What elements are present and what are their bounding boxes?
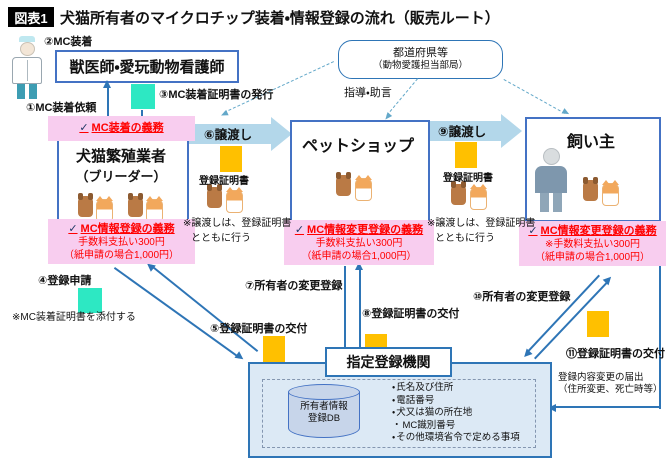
registry-detail-frame xyxy=(262,379,536,448)
cat-icon xyxy=(355,175,372,201)
arrow-owner-change-7 xyxy=(344,266,346,354)
veterinarian-box: 獣医師・愛玩動物看護師 xyxy=(55,50,239,83)
change-notification-note: 登録内容変更の届出 （住所変更、死亡時等） xyxy=(558,372,663,396)
list-item: MC識別番号 xyxy=(392,420,520,433)
checkmark-icon: ✓ xyxy=(68,223,78,235)
petshop-name: ペットショップ xyxy=(301,138,414,155)
cat-icon xyxy=(226,187,243,213)
step7-label: ⑦所有者の変更登録 xyxy=(245,280,343,292)
step4-label: ④登録申請 xyxy=(38,275,92,287)
cat-icon xyxy=(470,184,487,210)
vet-cap xyxy=(19,36,35,42)
prefecture-name: 都道府県等 xyxy=(393,46,448,59)
registry-title: 指定登録機関 xyxy=(325,347,452,377)
registration-certificate-square xyxy=(263,336,285,362)
transfer-6-note: ※譲渡しは、登録証明書 とともに行う xyxy=(183,218,292,244)
label-guidance: 指導・助言 xyxy=(344,87,392,99)
cat-icon xyxy=(96,196,113,222)
page-title: 犬猫所有者のマイクロチップ装着・情報登録の流れ（販売ルート） xyxy=(60,10,500,27)
registry-item-list: 氏名及び住所 電話番号 犬又は猫の所在地 MC識別番号 その他環境省令で定める事… xyxy=(392,382,520,445)
database-icon: 所有者情報 登録DB xyxy=(288,384,360,438)
arrow-certificate-delivery-5 xyxy=(150,264,259,352)
veterinarian-icon xyxy=(8,36,46,99)
label-mc-attach: ②MC装着 xyxy=(44,36,93,48)
cat-icon xyxy=(602,180,619,206)
step10-label: ⑩所有者の変更登録 xyxy=(473,291,571,303)
list-item: 犬又は猫の所在地 xyxy=(392,407,520,420)
owner-duty-banner: ✓MC情報変更登録の義務 ※手数料支払い300円 （紙申請の場合1,000円） xyxy=(519,221,666,266)
cat-icon xyxy=(146,196,163,222)
breeder-duty-top-banner: ✓MC装着の義務 xyxy=(48,116,195,141)
list-item: 電話番号 xyxy=(392,395,520,408)
transfer-6-label: ⑥譲渡し xyxy=(204,128,253,142)
dog-icon xyxy=(336,172,351,196)
list-item: 氏名及び住所 xyxy=(392,382,520,395)
step11-label: ⑪登録証明書の交付 xyxy=(566,348,665,360)
checkmark-icon: ✓ xyxy=(294,224,305,236)
petshop-duty-banner: ✓MC情報変更登録の義務 手数料支払い300円 （紙申請の場合1,000円） xyxy=(284,220,434,265)
mc-certificate-square-teal xyxy=(78,288,102,313)
dog-icon xyxy=(78,193,93,217)
vet-coat xyxy=(12,57,42,84)
vet-head xyxy=(19,42,35,56)
transfer-9-label: ⑨譲渡し xyxy=(438,125,487,139)
owner-name: 飼い主 xyxy=(566,134,615,151)
breeder-name: 犬猫繁殖業者 （ブリーダー） xyxy=(75,148,167,184)
connector-line-right xyxy=(659,172,661,409)
dashed-arrow-to-owner xyxy=(503,79,566,114)
label-mc-request: ①MC装着依頼 xyxy=(26,102,97,114)
label-mc-certificate-issue: ③MC装着証明書の発行 xyxy=(159,89,274,101)
vet-legs xyxy=(17,84,37,99)
registration-certificate-square xyxy=(587,311,609,337)
prefecture-dept: （動物愛護担当部局） xyxy=(372,60,468,72)
checkmark-icon: ✓ xyxy=(528,225,538,237)
mc-certificate-square-teal xyxy=(131,84,155,109)
step4-note: ※MC装着証明書を添付する xyxy=(12,312,136,323)
step8-label: ⑧登録証明書の交付 xyxy=(362,308,460,320)
dog-icon xyxy=(207,184,222,208)
arrow-change-notification xyxy=(552,406,660,408)
dog-icon xyxy=(451,181,466,205)
step5-label: ⑤登録証明書の交付 xyxy=(210,323,308,335)
checkmark-icon: ✓ xyxy=(79,122,89,135)
list-item: その他環境省令で定める事項 xyxy=(392,432,520,445)
transfer-9-note: ※譲渡しは、登録証明書 とともに行う xyxy=(427,218,536,244)
registration-certificate-square xyxy=(455,142,477,168)
registration-certificate-square xyxy=(220,146,242,172)
owner-person-icon xyxy=(534,148,568,212)
prefecture-box: 都道府県等 （動物愛護担当部局） xyxy=(338,40,503,79)
certificate-label: 登録証明書 xyxy=(443,173,493,184)
figure-badge: 図表1 xyxy=(8,7,54,27)
arrow-certificate-delivery-8 xyxy=(359,266,361,354)
dog-icon xyxy=(583,177,598,201)
petshop-box xyxy=(290,120,430,222)
breeder-duty-bottom-banner: ✓MC情報登録の義務 手数料支払い300円 （紙申請の場合1,000円） xyxy=(48,219,195,264)
certificate-label: 登録証明書 xyxy=(199,176,249,187)
database-label: 所有者情報 登録DB xyxy=(300,401,348,424)
dog-icon xyxy=(128,193,143,217)
